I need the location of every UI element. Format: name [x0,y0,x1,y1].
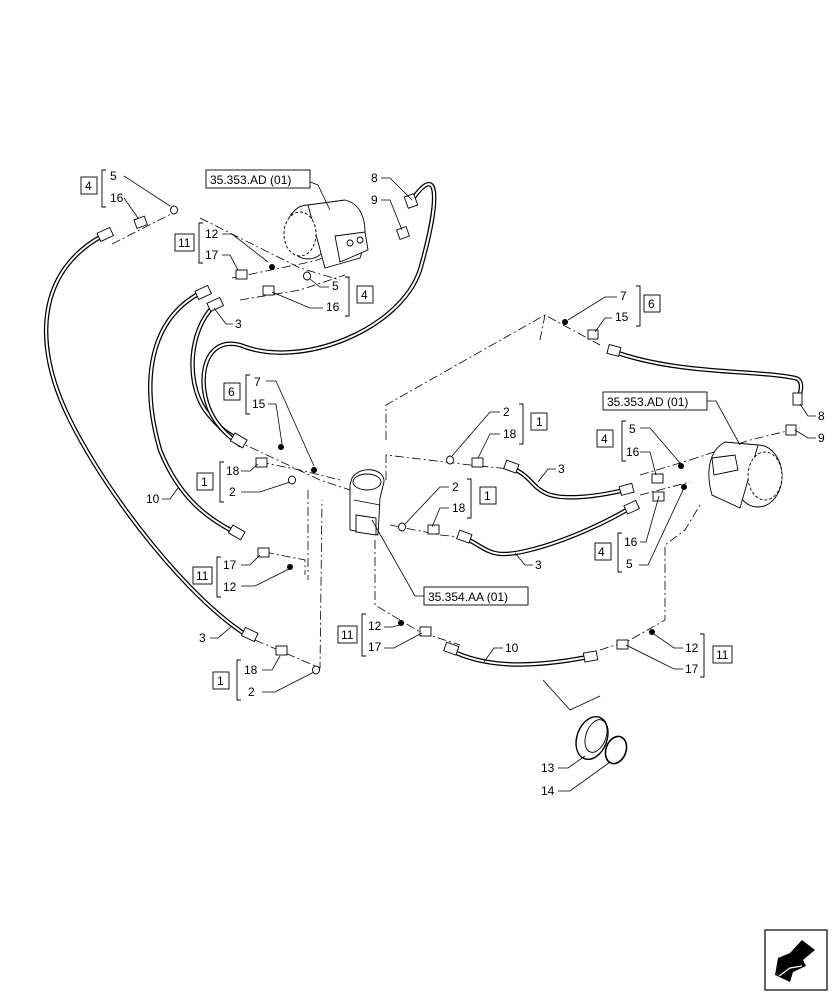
svg-text:6: 6 [648,297,655,311]
svg-text:1: 1 [201,475,208,489]
group-6-right: 6 7 15 [567,285,661,333]
group-1-bottom-left: 1 18 2 [212,655,315,701]
svg-text:12: 12 [223,580,237,594]
group-11-center: 11 12 17 [337,613,423,657]
svg-text:10: 10 [505,641,519,655]
svg-text:7: 7 [254,375,261,389]
svg-text:17: 17 [223,558,237,572]
group-11-top: 11 12 17 [174,222,269,271]
svg-text:3: 3 [558,462,565,476]
motor-top [283,199,369,269]
svg-text:18: 18 [226,464,240,478]
svg-text:3: 3 [535,558,542,572]
svg-text:8: 8 [818,409,825,423]
svg-text:14: 14 [541,784,555,798]
svg-text:11: 11 [178,236,191,250]
svg-text:1: 1 [217,674,224,688]
svg-text:15: 15 [252,397,266,411]
group-4-right: 4 5 16 [596,420,681,476]
svg-text:2: 2 [452,480,459,494]
group-6-left: 6 7 15 [223,374,315,467]
svg-text:6: 6 [228,385,235,399]
reference-motor-top[interactable]: 35.353.AD (01) [205,169,331,211]
reference-valve[interactable]: 35.354.AA (01) [371,519,529,606]
connectors [133,205,797,675]
group-11-right: 11 12 17 [625,633,733,678]
svg-text:7: 7 [620,289,627,303]
svg-text:13: 13 [541,761,555,775]
ref-text-motor-top: 35.353.AD (01) [210,173,291,187]
svg-text:8: 8 [371,171,378,185]
svg-text:5: 5 [629,422,636,436]
svg-text:1: 1 [536,415,543,429]
item-numbers: 8 9 3 10 3 3 3 10 8 9 13 14 [146,171,825,798]
svg-text:11: 11 [716,648,729,662]
svg-text:12: 12 [685,641,699,655]
motor-right [708,441,783,509]
svg-text:4: 4 [85,179,92,193]
svg-text:9: 9 [818,431,825,445]
svg-text:16: 16 [326,300,340,314]
svg-text:1: 1 [484,489,491,503]
svg-text:4: 4 [601,432,608,446]
svg-text:4: 4 [361,288,368,302]
svg-text:11: 11 [341,628,354,642]
svg-text:2: 2 [248,685,255,699]
reference-motor-right[interactable]: 35.353.AD (01) [602,391,741,446]
svg-text:12: 12 [368,619,382,633]
svg-text:5: 5 [626,557,633,571]
svg-text:18: 18 [503,427,517,441]
arrow-icon[interactable] [764,929,828,991]
svg-text:11: 11 [196,569,209,583]
hose-10-middle [148,290,241,537]
svg-text:17: 17 [368,640,382,654]
svg-text:17: 17 [205,248,219,262]
group-1-center: 1 2 18 [403,478,497,528]
hose-3-right-upper [509,465,628,500]
svg-text:10: 10 [146,492,160,506]
seal-kit [542,679,628,765]
valve [349,469,385,536]
svg-text:15: 15 [615,310,629,324]
group-4-topleft: 4 5 16 [80,169,171,219]
hoses [43,182,804,667]
hose-10-bottom [447,647,591,667]
svg-text:9: 9 [371,193,378,207]
hose-10-left [43,233,251,639]
ref-text-motor-right: 35.353.AD (01) [607,395,688,409]
group-4-top: 4 5 16 [271,276,374,317]
svg-text:3: 3 [235,317,242,331]
svg-text:12: 12 [205,227,219,241]
svg-text:18: 18 [244,663,258,677]
hose-fittings [96,193,803,663]
svg-text:16: 16 [626,445,640,459]
svg-text:5: 5 [332,279,339,293]
ref-text-valve: 35.354.AA (01) [428,590,508,604]
svg-text:5: 5 [110,169,117,183]
group-1-left-mid: 1 18 2 [196,461,291,503]
hose-8-right [612,349,804,401]
hose-3-right-lower [462,505,633,557]
hose-8-top [201,182,437,448]
svg-text:2: 2 [229,485,236,499]
svg-text:16: 16 [110,191,124,205]
svg-text:18: 18 [452,501,466,515]
svg-text:17: 17 [685,662,699,676]
group-1-middle: 1 2 18 [451,403,548,459]
svg-text:2: 2 [503,405,510,419]
svg-text:16: 16 [624,535,638,549]
group-4-right-lower: 4 16 5 [594,487,685,573]
group-11-left: 11 17 12 [192,554,290,598]
bracket-groups: 4 5 16 11 12 17 4 5 16 [80,169,733,701]
svg-text:4: 4 [598,545,605,559]
svg-text:3: 3 [199,631,206,645]
